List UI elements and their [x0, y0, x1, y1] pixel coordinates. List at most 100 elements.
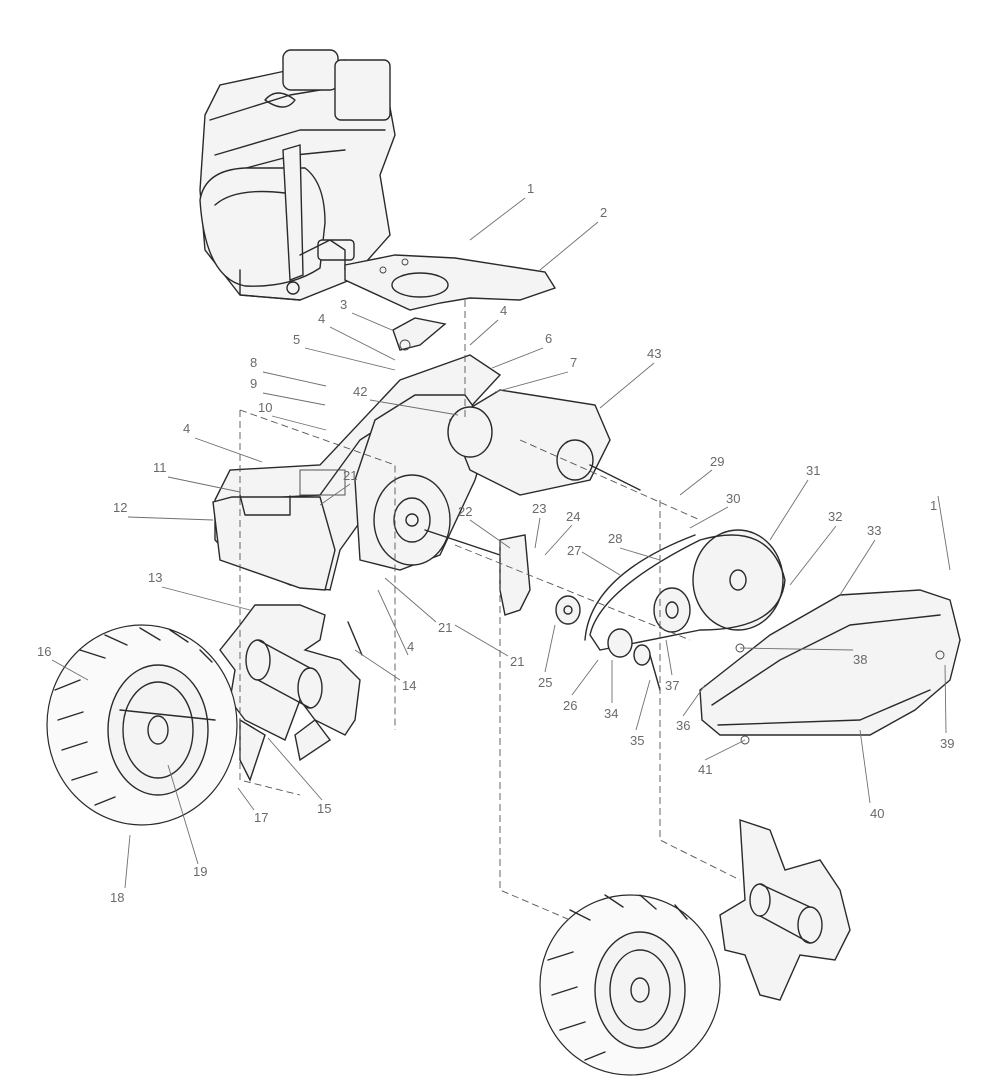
- leader-lines: [51, 197, 951, 889]
- leader-line: [454, 624, 509, 657]
- leader-line: [619, 547, 661, 561]
- callout-26: 26: [563, 698, 577, 713]
- leader-line: [262, 371, 327, 387]
- callout-35: 35: [630, 733, 644, 748]
- leader-line: [704, 739, 746, 761]
- leader-line: [124, 834, 131, 889]
- callout-4a: 4: [318, 311, 325, 326]
- leader-line: [769, 479, 809, 541]
- leader-line: [491, 347, 544, 369]
- leader-line: [665, 639, 673, 676]
- leader-line: [944, 664, 947, 734]
- callout-37: 37: [665, 678, 679, 693]
- belt-drive: [499, 529, 786, 691]
- callout-13: 13: [148, 570, 162, 585]
- leader-line: [262, 392, 326, 406]
- callout-31: 31: [806, 463, 820, 478]
- callout-41: 41: [698, 762, 712, 777]
- callout-22: 22: [458, 504, 472, 519]
- callout-1b: 1: [930, 498, 937, 513]
- leader-line: [571, 659, 599, 696]
- belt-guard: [699, 589, 961, 745]
- wheel-right: [539, 894, 721, 1076]
- leader-line: [544, 624, 556, 673]
- leader-line: [271, 415, 327, 431]
- callout-21c: 21: [510, 654, 524, 669]
- callout-labels: 1 2 3 4 4 4 4 5 6 7 8 9 10 11 12 13 14 1…: [37, 181, 954, 905]
- leader-line: [194, 437, 263, 463]
- callout-1a: 1: [527, 181, 534, 196]
- leader-line: [859, 729, 871, 804]
- callout-14: 14: [402, 678, 416, 693]
- leader-line: [581, 551, 621, 576]
- callout-11: 11: [153, 460, 167, 475]
- callout-4b: 4: [500, 303, 507, 318]
- leader-line: [789, 525, 837, 586]
- callout-17: 17: [254, 810, 268, 825]
- leader-line: [377, 589, 409, 656]
- leader-line: [319, 483, 351, 506]
- callout-4c: 4: [183, 421, 190, 436]
- callout-32: 32: [828, 509, 842, 524]
- callout-25: 25: [538, 675, 552, 690]
- leader-line: [539, 221, 599, 271]
- callout-21a: 21: [343, 468, 357, 483]
- callout-29: 29: [710, 454, 724, 469]
- callout-34: 34: [604, 706, 618, 721]
- callout-5: 5: [293, 332, 300, 347]
- callout-19: 19: [193, 864, 207, 879]
- leader-line: [469, 197, 526, 241]
- mount-plate: [344, 254, 557, 351]
- callout-16: 16: [37, 644, 51, 659]
- leader-line: [839, 539, 876, 596]
- leader-line: [384, 577, 437, 623]
- leader-line: [635, 679, 651, 731]
- callout-4d: 4: [407, 639, 414, 654]
- leader-line: [682, 684, 706, 717]
- leader-line: [739, 647, 854, 651]
- callout-10: 10: [258, 400, 272, 415]
- callout-21b: 21: [438, 620, 452, 635]
- callout-24: 24: [566, 509, 580, 524]
- leader-line: [304, 347, 396, 371]
- leader-line: [469, 519, 511, 549]
- leader-line: [599, 362, 655, 409]
- callout-15: 15: [317, 801, 331, 816]
- callout-27: 27: [567, 543, 581, 558]
- leader-line: [167, 476, 241, 493]
- callout-23: 23: [532, 501, 546, 516]
- tine-assembly-left: [219, 604, 363, 782]
- callout-8: 8: [250, 355, 257, 370]
- leader-line: [329, 326, 396, 361]
- tine-assembly-right: [719, 819, 851, 1001]
- leader-line: [127, 516, 214, 521]
- leader-line: [167, 764, 199, 865]
- callout-18: 18: [110, 890, 124, 905]
- callout-3: 3: [340, 297, 347, 312]
- callout-33: 33: [867, 523, 881, 538]
- leader-line: [534, 517, 541, 549]
- callout-7: 7: [570, 355, 577, 370]
- leader-line: [937, 495, 951, 571]
- leader-line: [237, 787, 255, 811]
- leader-line: [161, 586, 251, 611]
- transmission-housing: [354, 389, 641, 571]
- leader-line: [544, 524, 573, 556]
- leader-line: [689, 506, 729, 529]
- wheel-left: [46, 624, 238, 826]
- callout-39: 39: [940, 736, 954, 751]
- leader-line: [354, 649, 401, 681]
- callout-36: 36: [676, 718, 690, 733]
- callout-6: 6: [545, 331, 552, 346]
- callout-30: 30: [726, 491, 740, 506]
- callout-38: 38: [853, 652, 867, 667]
- leader-line: [494, 371, 569, 393]
- leader-line: [351, 312, 393, 331]
- engine: [199, 49, 396, 301]
- callout-12: 12: [113, 500, 127, 515]
- leader-line: [267, 737, 323, 801]
- leader-line: [369, 399, 459, 416]
- leader-line: [469, 319, 499, 346]
- leader-line: [51, 659, 89, 681]
